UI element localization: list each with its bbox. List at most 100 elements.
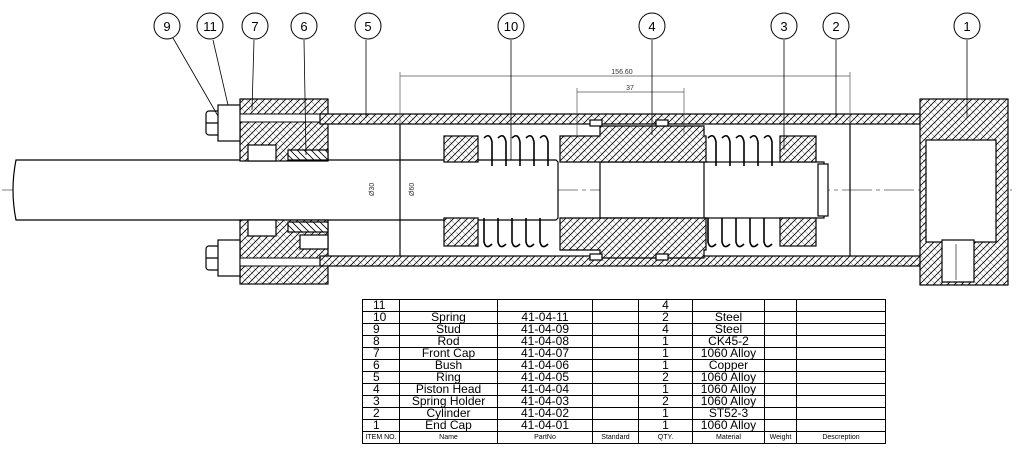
bom-cell-weight [764, 347, 797, 360]
bom-cell-material: 1060 Alloy [692, 419, 765, 432]
bom-header-weight: Weight [764, 431, 797, 444]
bom-cell-name: Piston Head [399, 383, 498, 396]
bom-cell-material: Steel [692, 323, 765, 336]
bom-cell-material: ST52-3 [692, 407, 765, 420]
bom-cell-standard [592, 395, 639, 408]
bom-cell-item: 4 [362, 383, 400, 396]
bom-cell-weight [764, 395, 797, 408]
bom-cell-item: 9 [362, 323, 400, 336]
bom-cell-qty: 2 [638, 371, 693, 384]
bom-cell-qty: 1 [638, 419, 693, 432]
bom-cell-item: 2 [362, 407, 400, 420]
svg-text:9: 9 [163, 19, 170, 34]
svg-text:6: 6 [300, 19, 307, 34]
bom-cell-item: 6 [362, 359, 400, 372]
bom-cell-material: 1060 Alloy [692, 371, 765, 384]
front-cap [239, 98, 329, 285]
bom-cell-descr [796, 371, 886, 384]
balloon-6: 6 [290, 12, 318, 40]
bom-cell-part: 41-04-06 [497, 359, 593, 372]
balloon-10: 10 [497, 12, 525, 40]
dim-bore-diameter: Ø60 [409, 183, 416, 196]
bom-cell-name: Spring [399, 311, 498, 324]
bom-cell-standard [592, 299, 639, 312]
balloon-leaders [172, 37, 968, 160]
bom-cell-name: Stud [399, 323, 498, 336]
bom-cell-part: 41-04-03 [497, 395, 593, 408]
bom-cell-item: 1 [362, 419, 400, 432]
bom-cell-item: 5 [362, 371, 400, 384]
balloon-4: 4 [638, 12, 666, 40]
balloon-1: 1 [953, 12, 981, 40]
bom-cell-weight [764, 371, 797, 384]
bom-cell-item: 11 [362, 299, 400, 312]
bom-cell-standard [592, 407, 639, 420]
bom-cell-descr [796, 383, 886, 396]
bom-cell-item: 7 [362, 347, 400, 360]
bom-header-material: Material [692, 431, 765, 444]
bom-header-part: PartNo [497, 431, 593, 444]
dim-overall: 156.60 [611, 69, 633, 76]
balloon-9: 9 [153, 12, 181, 40]
bom-cell-name: Ring [399, 371, 498, 384]
bom-cell-part: 41-04-08 [497, 335, 593, 348]
bom-cell-material: 1060 Alloy [692, 383, 765, 396]
bom-cell-qty: 1 [638, 407, 693, 420]
bom-cell-standard [592, 419, 639, 432]
stud-nuts [205, 104, 241, 277]
svg-text:10: 10 [504, 19, 518, 34]
bom-cell-item: 3 [362, 395, 400, 408]
bom-cell-weight [764, 335, 797, 348]
piston-head [559, 119, 707, 261]
svg-text:5: 5 [364, 19, 371, 34]
bom-cell-material: 1060 Alloy [692, 395, 765, 408]
bom-cell-name: Bush [399, 359, 498, 372]
bom-cell-descr [796, 323, 886, 336]
bom-cell-qty: 1 [638, 347, 693, 360]
bom-cell-qty: 1 [638, 359, 693, 372]
bom-cell-standard [592, 311, 639, 324]
bom-cell-part: 41-04-02 [497, 407, 593, 420]
svg-text:11: 11 [203, 19, 217, 34]
bom-cell-name: Rod [399, 335, 498, 348]
bom-cell-descr [796, 407, 886, 420]
bom-cell-name: Cylinder [399, 407, 498, 420]
bom-cell-part [497, 299, 593, 312]
bom-cell-standard [592, 383, 639, 396]
bom-cell-part: 41-04-04 [497, 383, 593, 396]
bom-cell-qty: 1 [638, 335, 693, 348]
svg-text:3: 3 [780, 19, 787, 34]
bom-header-name: Name [399, 431, 498, 444]
bom-cell-part: 41-04-11 [497, 311, 593, 324]
bom-cell-weight [764, 311, 797, 324]
bom-cell-qty: 2 [638, 395, 693, 408]
bom-header-qty: QTY. [638, 431, 693, 444]
bom-cell-qty: 4 [638, 323, 693, 336]
bom-header-descr: Descreption [796, 431, 886, 444]
bom-cell-material: Copper [692, 359, 765, 372]
dim-rod-diameter: Ø30 [369, 183, 376, 196]
bom-cell-standard [592, 335, 639, 348]
balloon-5: 5 [354, 12, 382, 40]
bom-cell-name: End Cap [399, 419, 498, 432]
piston-rod [12, 159, 829, 221]
bom-cell-material: Steel [692, 311, 765, 324]
bom-cell-item: 8 [362, 335, 400, 348]
bom-cell-standard [592, 359, 639, 372]
dimension-lines [399, 72, 851, 136]
bom-cell-descr [796, 299, 886, 312]
bom-cell-qty: 1 [638, 383, 693, 396]
balloon-3: 3 [770, 12, 798, 40]
balloon-11: 11 [196, 12, 224, 40]
bom-cell-name: Front Cap [399, 347, 498, 360]
